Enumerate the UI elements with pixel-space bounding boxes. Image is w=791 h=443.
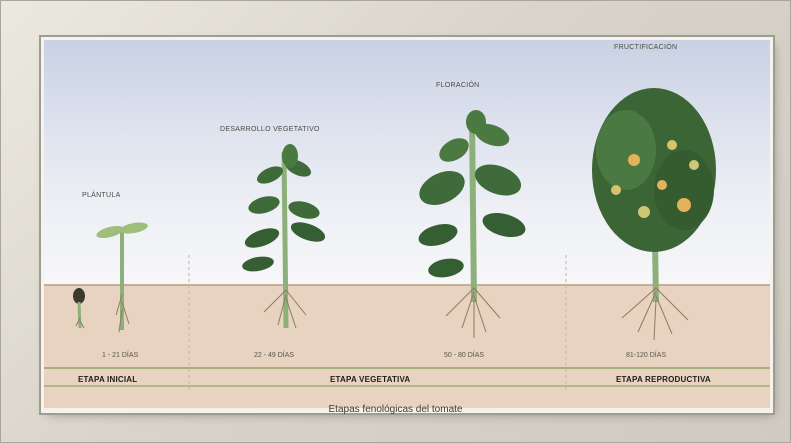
stage-reproductiva: ETAPA REPRODUCTIVA (616, 375, 711, 384)
day-range-3: 50 - 80 DÍAS (444, 352, 484, 359)
day-range-1: 1 - 21 DÍAS (102, 352, 138, 359)
fruiting-plant (592, 88, 716, 340)
fructificacion-label: FRUCTIFICACIÓN (614, 44, 677, 51)
desarrollo-vegetativo-label: DESARROLLO VEGETATIVO (220, 126, 320, 133)
day-range-4: 81-120 DÍAS (626, 352, 666, 359)
flowering-plant (414, 110, 528, 338)
germinating-seed (73, 288, 85, 328)
vegetative-plant (241, 144, 328, 328)
figure-caption: Etapas fenológicas del tomate (0, 404, 791, 415)
floracion-label: FLORACIÓN (436, 82, 480, 89)
stage-inicial: ETAPA INICIAL (78, 375, 137, 384)
plantula-label: PLÁNTULA (82, 192, 121, 199)
illustration-panel: PLÁNTULA DESARROLLO VEGETATIVO FLORACIÓN… (44, 40, 770, 410)
day-range-2: 22 - 49 DÍAS (254, 352, 294, 359)
stage-vegetativa: ETAPA VEGETATIVA (330, 375, 410, 384)
seedling-plant (95, 221, 148, 332)
